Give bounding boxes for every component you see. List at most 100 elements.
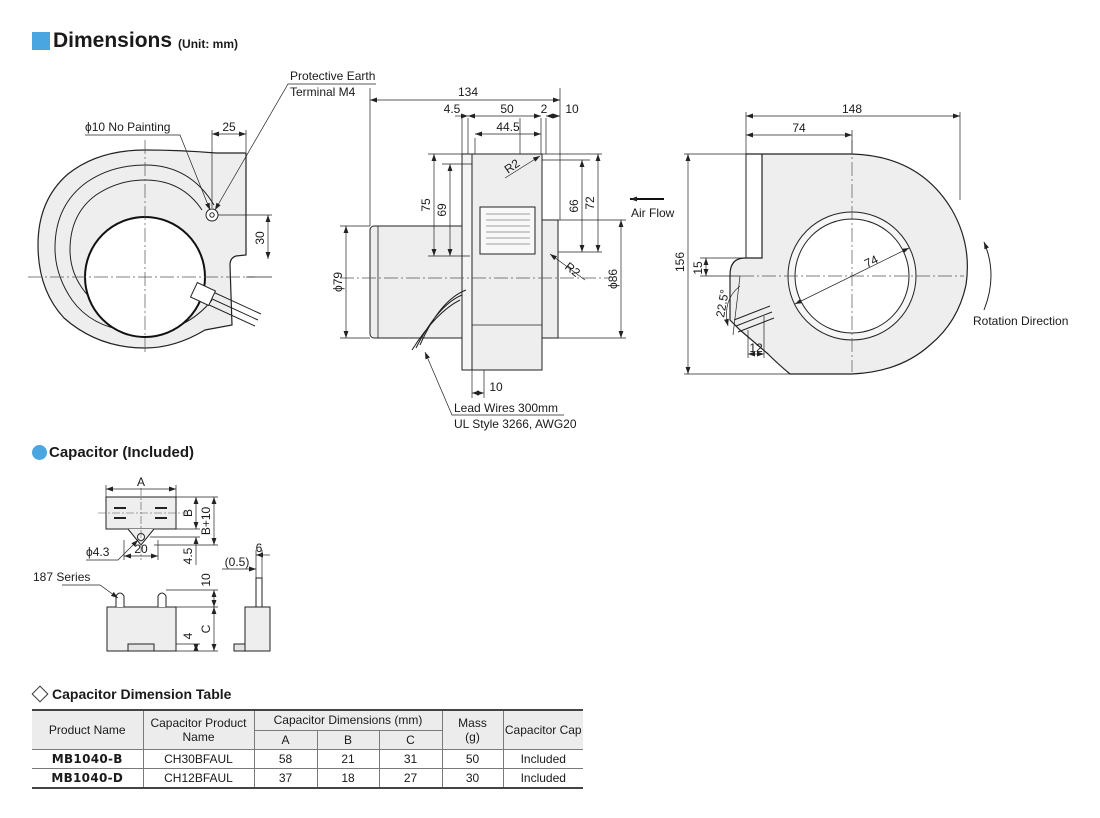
front-dim-25-label: 25	[222, 120, 236, 134]
cap-front-foot	[127, 643, 155, 652]
protective-earth-label-1: Protective Earth	[290, 69, 375, 83]
lead-wires-label-1: Lead Wires 300mm	[454, 401, 558, 415]
capacitor-dimension-table: Product Name Capacitor Product Name Capa…	[32, 709, 583, 789]
th-capacitor-dimensions: Capacitor Dimensions (mm)	[253, 709, 443, 731]
side-lead-wires	[411, 289, 467, 351]
no-painting-leader	[85, 134, 211, 211]
side-dim-4-5-label: 4.5	[444, 102, 461, 116]
no-painting-label: ϕ10 No Painting	[85, 120, 170, 134]
cell-mass: 30	[441, 768, 504, 789]
side-r2-mid-label: R2	[562, 259, 583, 280]
th-capacitor-cap: Capacitor Cap	[502, 709, 583, 750]
capacitor-heading: Capacitor (Included)	[32, 444, 194, 461]
cap-dim-b-label: B	[181, 509, 195, 517]
page-title: Dimensions	[53, 29, 173, 52]
side-dim-66-label: 66	[567, 199, 581, 213]
cap-dim-b10-label: B+10	[199, 506, 213, 535]
rear-dim-22-5-label: 22.5°	[713, 288, 732, 318]
cap-dim-c-label: C	[199, 624, 213, 633]
table-title: Capacitor Dimension Table	[31, 685, 232, 703]
front-wire-grommet	[189, 281, 217, 307]
side-outlet	[479, 206, 536, 255]
cap-side-foot	[233, 643, 246, 652]
cap-dim-6-label: 6	[256, 541, 263, 555]
side-motor-body	[369, 225, 468, 339]
th-dim-c: C	[378, 729, 442, 750]
side-dim-69-label: 69	[435, 203, 449, 217]
side-dim-10-top-label: 10	[565, 102, 579, 116]
front-dim-30-label: 30	[253, 231, 267, 245]
cell-cap: Included	[502, 749, 583, 769]
rear-dim-12-label: 12	[749, 341, 763, 355]
cell-product: MB1040-B	[32, 749, 144, 769]
table-row: MB1040-B CH30BFAUL 58 21 31 50 Included	[32, 749, 583, 769]
cap-dim-4-3-label: ϕ4.3	[86, 545, 110, 559]
air-flow-label: Air Flow	[631, 206, 675, 220]
capacitor-drawing: A B B+10 4.5 20 ϕ4.3 187 Series 10 C 4 6…	[33, 475, 271, 652]
rear-dim-74-diam-label: 74	[862, 252, 880, 271]
cell-product: MB1040-D	[32, 768, 144, 789]
side-dim-10-bottom-label: 10	[489, 380, 503, 394]
cell-cap: Included	[502, 768, 583, 789]
side-dim-79-label: ϕ79	[331, 272, 345, 292]
th-capacitor-product-name: Capacitor Product Name	[142, 709, 255, 750]
rear-dim-148-label: 148	[842, 102, 862, 116]
side-dim-86-label: ϕ86	[606, 269, 620, 289]
side-dim-134-label: 134	[458, 85, 478, 99]
cell-cap-name: CH12BFAUL	[142, 768, 255, 789]
cap-dim-4-label: 4	[181, 632, 195, 639]
unit-label: (Unit: mm)	[178, 37, 239, 51]
th-mass-line1: Mass	[458, 716, 487, 730]
lead-wires-label-2: UL Style 3266, AWG20	[454, 417, 577, 431]
rotation-direction-label: Rotation Direction	[973, 314, 1068, 328]
heading-dot-icon	[32, 445, 47, 460]
side-right-ext-lines	[542, 153, 626, 339]
cap-front-terminal-right	[157, 592, 167, 607]
th-mass-line2: (g)	[465, 730, 480, 744]
cell-a: 58	[253, 749, 318, 769]
th-dim-a: A	[254, 729, 318, 750]
rear-angle-ref-line	[732, 275, 741, 336]
cap-dim-0-5-label: (0.5)	[225, 555, 250, 569]
lead-wires-leader	[424, 351, 564, 416]
heading-square-icon	[32, 32, 50, 50]
cap-front-terminal-left	[115, 592, 125, 607]
side-housing	[471, 153, 543, 371]
cap-dim-4-3-leader	[86, 539, 139, 561]
cap-series-label: 187 Series	[33, 570, 90, 584]
cell-cap-name: CH30BFAUL	[142, 749, 255, 769]
side-flange	[461, 153, 473, 371]
front-view: 25 30 ϕ10 No Painting Protective Earth T…	[28, 69, 376, 355]
diamond-icon	[31, 685, 49, 703]
side-dim-50-label: 50	[500, 102, 514, 116]
rear-view: 74 148 74 156 15 22.5° 12 Rotation Direc…	[673, 102, 1068, 375]
th-dim-b: B	[316, 729, 380, 750]
rotation-arrow-icon	[983, 241, 992, 311]
side-dim-2-label: 2	[541, 102, 548, 116]
cap-side-body	[244, 606, 271, 652]
dimension-drawings: 25 30 ϕ10 No Painting Protective Earth T…	[28, 69, 1068, 652]
rear-dim-15-label: 15	[691, 261, 705, 275]
cell-mass: 50	[441, 749, 504, 769]
cap-dim-4-5-label: 4.5	[181, 547, 195, 564]
side-r2-mid-leader	[549, 253, 586, 281]
dimensions-heading: Dimensions (Unit: mm)	[32, 29, 238, 53]
side-dim-75-label: 75	[419, 198, 433, 212]
rear-dim-74-diam	[794, 247, 910, 305]
capacitor-heading-text: Capacitor (Included)	[49, 444, 195, 461]
cell-b: 18	[316, 768, 380, 789]
front-dim-30-lines	[218, 214, 272, 278]
side-r2-top-leader	[504, 155, 541, 179]
cap-dim-10-label: 10	[199, 573, 213, 587]
table-title-text: Capacitor Dimension Table	[52, 686, 232, 702]
cap-top-center-lines	[98, 488, 188, 560]
th-product-name: Product Name	[32, 709, 144, 750]
cell-a: 37	[253, 768, 318, 789]
table-row: MB1040-D CH12BFAUL 37 18 27 30 Included	[32, 768, 583, 789]
side-left-ext-lines	[340, 153, 472, 339]
rear-left-ext-lines	[684, 153, 790, 375]
side-outlet-grille	[486, 213, 530, 245]
side-dim-72-label: 72	[583, 196, 597, 210]
protective-earth-leader	[214, 83, 376, 211]
rear-dim-74-label: 74	[792, 121, 806, 135]
